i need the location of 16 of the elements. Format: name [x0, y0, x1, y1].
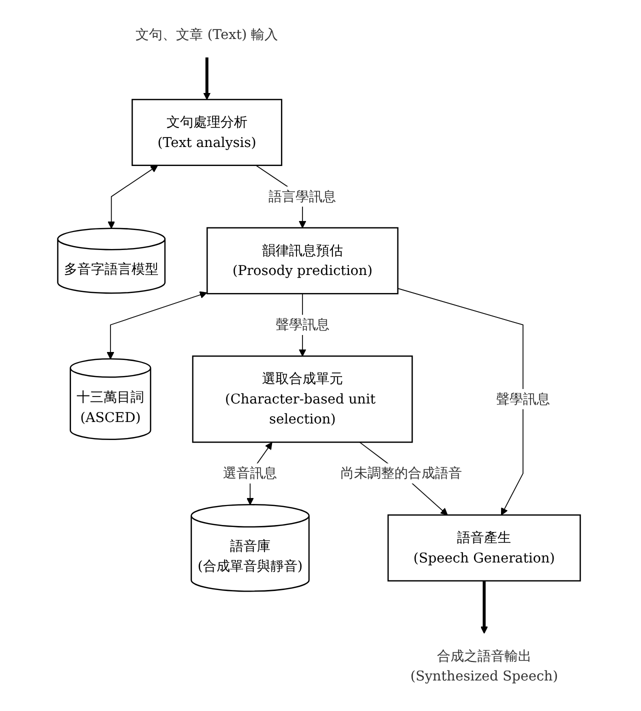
arrow	[397, 288, 524, 516]
edge-label: 聲學訊息	[275, 316, 330, 332]
edge-label: 選音訊息	[223, 464, 278, 482]
node-box: 韻律訊息預估 (Prosody prediction)	[206, 227, 398, 294]
edge-label: 聲學訊息	[496, 390, 550, 407]
node-box: 語音產生 (Speech Generation)	[387, 514, 581, 582]
edge-label: 語言學訊息	[268, 188, 336, 204]
arrow	[108, 165, 158, 229]
arrow	[480, 580, 488, 634]
node-box: 選取合成單元 (Character-based unit selection)	[192, 355, 413, 443]
arrow	[203, 57, 211, 100]
edge-label: 尚未調整的合成語音	[340, 464, 462, 482]
node-text: 合成之語音輸出 (Synthesized Speech)	[410, 648, 558, 684]
arrow	[106, 291, 208, 360]
node-text: 文句、文章 (Text) 輸入	[136, 26, 278, 42]
node-box: 文句處理分析 (Text analysis)	[132, 98, 282, 166]
